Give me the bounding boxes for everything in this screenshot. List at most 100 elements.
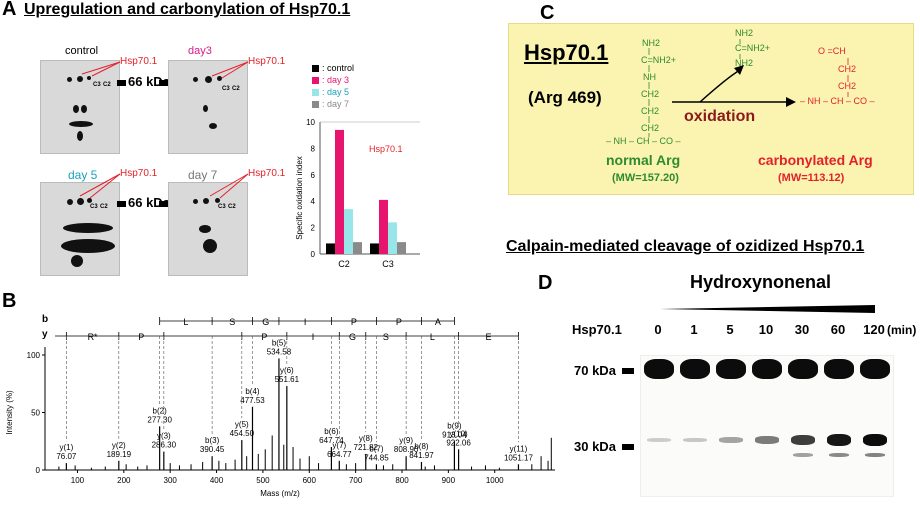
gel-day3 (168, 60, 248, 154)
bar-day7-C2 (353, 242, 362, 254)
peak-label: b(5) (272, 338, 287, 347)
panel-a-label: A (2, 0, 17, 20)
peak-label: b(8) (414, 442, 429, 451)
product-nh2-b: NH2 (735, 58, 754, 68)
y-residue: E (486, 332, 492, 342)
peak-mz: 189.19 (107, 450, 132, 459)
x-tick-label: 300 (164, 476, 178, 485)
product-c-eq: C=NH2+ (735, 43, 771, 53)
gel-control-title: control (65, 45, 99, 57)
gel-day5-title: day 5 (68, 168, 98, 182)
y-residue: P (261, 332, 267, 342)
reagent-label: Hydroxynonenal (690, 272, 832, 292)
panel-a-title: Upregulation and carbonylation of Hsp70.… (24, 1, 351, 18)
band-30kda-lane-30 (791, 435, 815, 445)
x-tick-label: C2 (338, 259, 350, 269)
peak-mz: 922.06 (446, 438, 471, 447)
y-residue: L (430, 332, 435, 342)
y-tick-label: 100 (27, 351, 41, 360)
peak-label: b(9) (447, 421, 462, 430)
peak-label: y(10) (449, 429, 468, 438)
y-axis-label: Intensity (%) (5, 390, 14, 435)
peak-label: b(3) (205, 436, 220, 445)
peak-mz: 808.90 (394, 445, 419, 454)
carbonylated-arg-mw: (MW=113.12) (778, 172, 845, 184)
peak-mz: 721.82 (354, 443, 379, 452)
western-blot (640, 355, 894, 497)
peak-mz: 477.53 (240, 396, 265, 405)
band-70kda-lane-10 (752, 359, 782, 379)
gel-day7-title: day 7 (188, 168, 218, 182)
peak-label: b(2) (153, 406, 168, 415)
band-70kda-lane-60 (824, 359, 854, 379)
bar-day7-C3 (397, 242, 406, 254)
gel-control-c3: C3 (93, 82, 101, 88)
band-30kda-lane-5 (719, 437, 743, 443)
legend-control: : control (312, 63, 354, 73)
peak-mz: 551.61 (275, 375, 300, 384)
x-tick-label: 700 (349, 476, 363, 485)
normal-arg-label: normal Arg (606, 152, 681, 168)
carbonylated-arg-label: carbonylated Arg (758, 152, 873, 168)
timepoint-30: 30 (794, 322, 810, 337)
legend-day7: : day 7 (312, 99, 349, 109)
peak-label: y(7) (332, 441, 346, 450)
gel-control-hsp-label: Hsp70.1 (120, 56, 158, 67)
gel-day5 (40, 182, 120, 276)
normal-ch2-c: CH2 (641, 123, 660, 133)
gel-day5-kda-marker (117, 201, 126, 207)
gel-control (40, 60, 120, 154)
peak-mz: 841.97 (409, 451, 434, 460)
gel-day5-c3: C3 (90, 204, 98, 210)
x-tick-label: 500 (256, 476, 270, 485)
peak-label: y(8) (359, 434, 373, 443)
reaction-arrows (648, 39, 849, 137)
marker-70-bar (622, 368, 634, 374)
band-70kda-lane-120 (860, 359, 890, 379)
normal-backbone: – NH – CH – CO – (606, 136, 681, 146)
normal-arg-mw: (MW=157.20) (612, 172, 679, 184)
b-residue: I (304, 317, 307, 327)
x-tick-label: 800 (395, 476, 409, 485)
b-residue: S (229, 317, 235, 327)
x-tick-label: 1000 (486, 476, 504, 485)
x-tick-label: C3 (382, 259, 394, 269)
legend-swatch (312, 88, 319, 96)
gel-day3-hsp-label: Hsp70.1 (248, 56, 286, 67)
peak-label: b(4) (245, 387, 260, 396)
peak-label: y(3) (157, 432, 171, 441)
x-tick-label: 400 (210, 476, 224, 485)
peak-label: y(2) (112, 441, 126, 450)
peak-mz: 286.30 (152, 441, 177, 450)
product-nh2-a: NH2 (735, 28, 754, 38)
b-residue: G (262, 317, 269, 327)
y-ion-label: y (42, 329, 48, 340)
time-unit: (min) (887, 323, 917, 337)
peak-mz: 277.30 (147, 415, 172, 424)
marker-30-bar (622, 444, 634, 450)
peak-label: b(7) (369, 444, 384, 453)
panel-d-label: D (538, 272, 553, 294)
peak-mz: 534.58 (267, 347, 292, 356)
gel-day7-c3: C3 (218, 204, 226, 210)
band-30kda-lane-60 (827, 434, 851, 446)
b-residue: P (351, 317, 357, 327)
gel-day7-c2: C2 (228, 204, 236, 210)
carb-backbone: – NH – CH – CO – (800, 96, 875, 106)
row-label: Hsp70.1 (572, 322, 622, 337)
b-residue: P (396, 317, 402, 327)
normal-ch2-a: CH2 (641, 89, 660, 99)
normal-ch2-b: CH2 (641, 106, 660, 116)
peak-label: y(1) (59, 443, 73, 452)
y-tick-label: 0 (36, 466, 41, 475)
x-axis-label: Mass (m/z) (260, 489, 300, 498)
protein-name: Hsp70.1 (524, 40, 609, 65)
gel-day7-kda-marker (159, 201, 168, 207)
gel-day7 (168, 182, 248, 276)
gel-control-c2: C2 (103, 82, 111, 88)
peak-mz: 454.50 (230, 429, 255, 438)
band-70kda-lane-30 (788, 359, 818, 379)
y-tick-label: 8 (311, 144, 316, 153)
b-residue: A (435, 317, 441, 327)
